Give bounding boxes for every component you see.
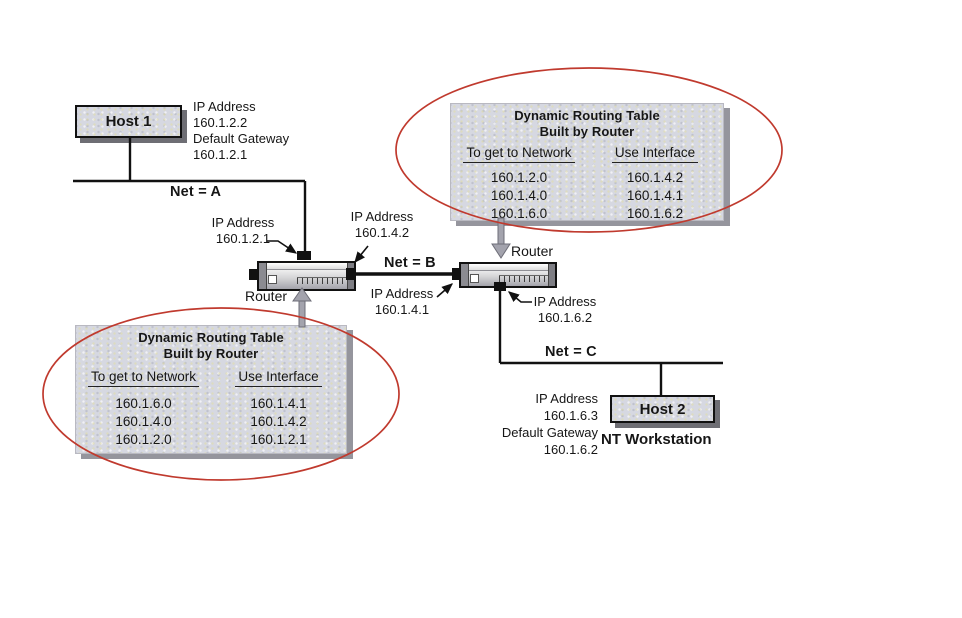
table-cell: 160.1.2.1 xyxy=(250,432,307,447)
router-led-indicator xyxy=(268,274,277,284)
router-end-cap xyxy=(548,264,555,286)
table-cell: 160.1.6.0 xyxy=(115,396,172,411)
table-cell: 160.1.4.0 xyxy=(115,414,172,429)
column-header-network: To get to Network xyxy=(463,145,575,163)
table-cell: 160.1.4.2 xyxy=(626,170,684,185)
net-a-label: Net = A xyxy=(170,184,222,200)
router-right-left-interface-label: IP Address 160.1.4.1 xyxy=(360,286,444,318)
interface-label-line: 160.1.4.1 xyxy=(374,302,430,317)
router-end-cap xyxy=(461,264,469,286)
routing-table-title: Dynamic Routing Table Built by Router xyxy=(451,108,723,139)
net-b-label: Net = B xyxy=(384,255,436,271)
router-left xyxy=(257,261,356,291)
table-cell: 160.1.4.0 xyxy=(490,188,548,203)
host1-box: Host 1 xyxy=(75,105,182,138)
host2-box: Host 2 xyxy=(610,395,715,423)
table-cell: 160.1.4.1 xyxy=(626,188,684,203)
column-header-network: To get to Network xyxy=(87,369,200,387)
router-led-indicator xyxy=(470,273,479,283)
routing-table-title-line2: Built by Router xyxy=(539,123,635,139)
interface-label-line: IP Address xyxy=(211,215,275,230)
table-cell: 160.1.4.2 xyxy=(250,414,307,429)
interface-label-line: 160.1.6.2 xyxy=(537,310,593,325)
router-right-bottom-interface-label: IP Address 160.1.6.2 xyxy=(523,294,607,326)
host2-info-line: 160.1.6.3 xyxy=(543,408,598,423)
routing-table-title-line1: Dynamic Routing Table xyxy=(514,108,660,123)
host2-info-line: 160.1.6.2 xyxy=(543,442,598,457)
router-left-top-interface-label: IP Address 160.1.2.1 xyxy=(203,215,283,247)
host1-info: IP Address 160.1.2.2 Default Gateway 160… xyxy=(193,99,313,163)
routing-table-title-line1: Dynamic Routing Table xyxy=(138,330,284,345)
routing-table-header-row: To get to Network Use Interface xyxy=(76,369,346,387)
router-end-cap xyxy=(259,263,267,289)
router-left-right-interface-label: IP Address 160.1.4.2 xyxy=(335,209,429,241)
router-left-label: Router xyxy=(245,288,288,304)
interface-label-line: IP Address xyxy=(533,294,597,309)
router-right-label: Router xyxy=(511,243,554,259)
routing-table-title-line2: Built by Router xyxy=(163,345,259,361)
table-cell: 160.1.2.0 xyxy=(490,170,548,185)
table-cell: 160.1.6.2 xyxy=(626,206,684,221)
router-left-top-port xyxy=(297,251,311,260)
host2-info-line: IP Address xyxy=(535,391,598,406)
routing-table-header-row: To get to Network Use Interface xyxy=(451,145,723,163)
table-cell: 160.1.4.1 xyxy=(250,396,307,411)
host2-info: IP Address 160.1.6.3 Default Gateway 160… xyxy=(480,390,598,458)
ip-160-1-4-2-pointer-arrow xyxy=(354,245,369,263)
routing-table-rows: 160.1.6.0 160.1.4.1 160.1.4.0 160.1.4.2 … xyxy=(76,395,346,449)
table-cell: 160.1.2.0 xyxy=(115,432,172,447)
router-end-cap xyxy=(347,263,354,289)
host1-info-line: 160.1.2.2 xyxy=(193,115,248,130)
routing-table-title: Dynamic Routing Table Built by Router xyxy=(76,330,346,361)
host1-info-line: Default Gateway xyxy=(193,131,290,146)
routing-table-left-router: Dynamic Routing Table Built by Router To… xyxy=(75,325,347,454)
table-to-right-router-arrow-head xyxy=(491,243,511,259)
router-right xyxy=(459,262,557,288)
net-c-label: Net = C xyxy=(545,344,597,360)
host2-label: Host 2 xyxy=(639,400,686,418)
column-header-interface: Use Interface xyxy=(611,145,699,163)
column-header-interface: Use Interface xyxy=(235,369,322,387)
host1-info-line: 160.1.2.1 xyxy=(193,147,248,162)
router-vents xyxy=(297,276,348,284)
host1-label: Host 1 xyxy=(105,113,152,130)
interface-label-line: IP Address xyxy=(350,209,414,224)
interface-label-line: 160.1.4.2 xyxy=(354,225,410,240)
host2-workstation-label: NT Workstation xyxy=(601,431,712,448)
table-cell: 160.1.6.0 xyxy=(490,206,548,221)
router-vents xyxy=(498,275,549,283)
interface-label-line: 160.1.2.1 xyxy=(215,231,271,246)
table-to-left-router-arrow-shaft xyxy=(298,299,306,328)
routing-table-rows: 160.1.2.0 160.1.4.2 160.1.4.0 160.1.4.1 … xyxy=(451,169,723,223)
interface-label-line: IP Address xyxy=(370,286,434,301)
host2-info-line: Default Gateway xyxy=(501,425,598,440)
host1-info-line: IP Address xyxy=(193,99,256,114)
routing-table-right-router: Dynamic Routing Table Built by Router To… xyxy=(450,103,724,221)
